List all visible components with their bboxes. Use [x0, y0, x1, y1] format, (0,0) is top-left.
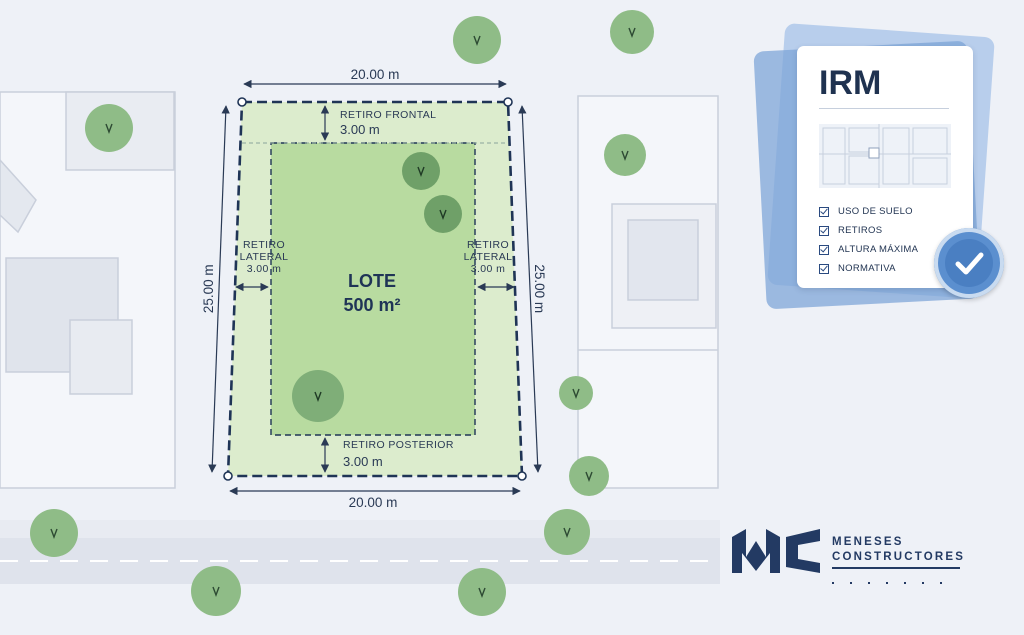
top-width-label: 20.00 m	[350, 67, 400, 82]
checklist-item: NORMATIVA	[819, 259, 918, 278]
tree-icon	[544, 509, 590, 555]
rear-setback-label: RETIRO POSTERIOR	[343, 439, 454, 451]
right-setback-label-2: LATERAL	[463, 251, 513, 263]
checkbox-checked-icon	[819, 225, 829, 236]
brand-underline	[832, 567, 960, 569]
tree-icon	[569, 456, 609, 496]
checklist-item: ALTURA MÁXIMA	[819, 240, 918, 259]
front-setback-label: RETIRO FRONTAL	[340, 109, 437, 121]
tree-icon	[604, 134, 646, 176]
check-circle-icon	[934, 228, 1004, 298]
buildable-outline	[270, 142, 476, 436]
lot-title: LOTE	[348, 271, 396, 291]
tree-icon	[610, 10, 654, 54]
front-setback-value: 3.00 m	[340, 122, 380, 137]
tree-icon	[85, 104, 133, 152]
card-divider	[819, 108, 949, 109]
irm-title: IRM	[819, 64, 882, 102]
left-dimension-line	[208, 105, 230, 473]
checkbox-checked-icon	[819, 263, 829, 274]
left-setback-label-2: LATERAL	[239, 251, 289, 263]
tree-icon	[30, 509, 78, 557]
corner-markers	[223, 97, 527, 481]
right-setback-value: 3.00 m	[470, 263, 506, 275]
right-setback-label-1: RETIRO	[466, 239, 510, 251]
lot-boundary	[226, 100, 524, 478]
tree-icon	[191, 566, 241, 616]
left-setback-value: 3.00 m	[246, 263, 282, 275]
tree-icon	[458, 568, 506, 616]
bottom-width-label: 20.00 m	[348, 495, 398, 510]
mini-map-icon	[819, 124, 951, 188]
checklist-item: USO DE SUELO	[819, 202, 918, 221]
lot-area: 500 m²	[343, 295, 401, 315]
tree-icon	[559, 376, 593, 410]
neighbor-lot-left	[0, 91, 176, 489]
brand-name-line1: MENESES	[832, 536, 904, 548]
tree-icon	[424, 195, 462, 233]
sidewalk	[0, 520, 720, 538]
tree-icon	[402, 152, 440, 190]
right-depth-label: 25.00 m	[531, 264, 547, 314]
checklist-item: RETIROS	[819, 221, 918, 240]
rear-setback-value: 3.00 m	[343, 454, 383, 469]
brand-dots	[832, 571, 960, 584]
brand-name-line2: CONSTRUCTORES	[832, 551, 966, 563]
tree-icon	[292, 370, 344, 422]
checkbox-checked-icon	[819, 206, 829, 217]
left-setback-label-1: RETIRO	[242, 239, 286, 251]
neighbor-lot-right	[577, 95, 719, 489]
trees	[30, 10, 654, 616]
irm-checklist: USO DE SUELO RETIROS ALTURA MÁXIMA NORMA…	[819, 202, 918, 278]
tree-icon	[453, 16, 501, 64]
checkbox-checked-icon	[819, 244, 829, 255]
right-dimension-line	[518, 105, 542, 473]
mc-monogram-icon	[730, 527, 822, 580]
left-depth-label: 25.00 m	[201, 264, 217, 314]
